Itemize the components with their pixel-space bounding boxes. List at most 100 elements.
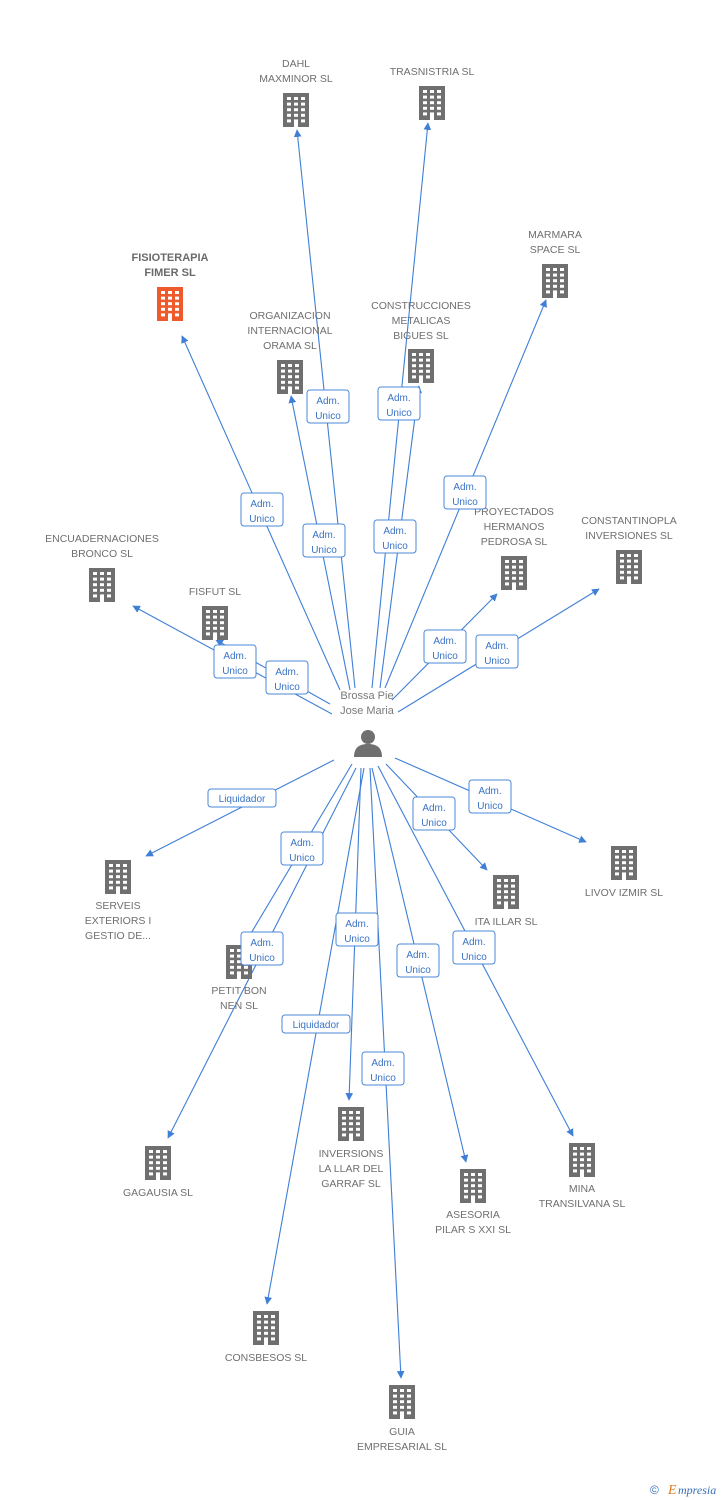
company-label-line: FISFUT SL: [189, 586, 241, 598]
role-text: Unico: [249, 514, 275, 525]
role-text: Adm.: [406, 950, 429, 961]
role-badge-dahl: Adm. Unico: [306, 389, 350, 424]
company-node-ita[interactable]: ITA ILLAR SL: [475, 875, 538, 928]
role-text: Adm.: [478, 786, 501, 797]
role-badge-construcciones: Adm. Unico: [373, 519, 417, 554]
building-icon: [501, 556, 527, 590]
role-text: Unico: [370, 1073, 396, 1084]
center-name-line-1: Brossa Pie: [340, 690, 393, 702]
role-text: Unico: [382, 541, 408, 552]
role-badge-constantinopla: Adm. Unico: [475, 634, 519, 669]
role-text: Unico: [461, 952, 487, 963]
building-icon: [105, 860, 131, 894]
building-icon: [338, 1107, 364, 1141]
company-label-line: GAGAUSIA SL: [123, 1187, 193, 1199]
role-text: Adm.: [485, 641, 508, 652]
building-icon: [419, 86, 445, 120]
company-label-line: MARMARA: [528, 229, 582, 241]
role-badge-fisfut: Adm.Unico: [265, 660, 309, 695]
building-icon: [253, 1311, 279, 1345]
building-icon: [460, 1169, 486, 1203]
role-text: Adm.: [316, 396, 339, 407]
building-icon: [408, 349, 434, 383]
role-text: Unico: [477, 801, 503, 812]
company-label-line: FIMER SL: [144, 267, 196, 279]
role-text: Unico: [344, 934, 370, 945]
company-label-line: EXTERIORS I: [85, 915, 152, 927]
company-label-line: ORAMA SL: [263, 340, 317, 352]
person-icon: [354, 730, 382, 757]
building-icon: [493, 875, 519, 909]
role-text: Unico: [452, 497, 478, 508]
role-badge-asesoria: Adm.Unico: [396, 943, 440, 978]
company-label-line: BIGUES SL: [393, 330, 449, 342]
edge-consbesos: [264, 767, 365, 1305]
company-label-line: ORGANIZACION: [249, 310, 330, 322]
building-icon: [569, 1143, 595, 1177]
company-node-gagausia[interactable]: GAGAUSIA SL: [123, 1146, 193, 1199]
company-label-line: SPACE SL: [530, 244, 581, 256]
company-label-line: DAHL: [282, 58, 310, 70]
company-label-line: PROYECTADOS: [474, 506, 554, 518]
company-label-line: CONSBESOS SL: [225, 1352, 307, 1364]
role-badge-mina: Adm. Unico: [452, 930, 496, 965]
building-icon: [389, 1385, 415, 1419]
company-node-fisioterapia[interactable]: FISIOTERAPIA FIMER SL: [131, 252, 209, 321]
company-label-line: FISIOTERAPIA: [131, 252, 208, 264]
role-text: Unico: [484, 656, 510, 667]
role-text: Adm.: [250, 938, 273, 949]
role-badge-encuadernaciones: Adm.Unico: [213, 644, 257, 679]
company-label-line: INVERSIONS: [319, 1148, 384, 1160]
building-icon: [89, 568, 115, 602]
role-text: Unico: [386, 408, 412, 419]
building-icon: [157, 287, 183, 321]
role-text: Adm.: [275, 667, 298, 678]
company-label-line: EMPRESARIAL SL: [357, 1441, 447, 1453]
role-badge-trasnistria: Adm. Unico: [377, 386, 421, 421]
role-badge-proyectados: Adm. Unico: [423, 629, 467, 664]
role-text: Adm.: [462, 937, 485, 948]
company-node-marmara[interactable]: MARMARA SPACE SL: [528, 229, 582, 298]
role-text: Adm.: [387, 393, 410, 404]
company-node-proyectados[interactable]: PROYECTADOS HERMANOS PEDROSA SL: [474, 506, 554, 590]
edge-serveis: [145, 759, 335, 857]
company-label-line: ITA ILLAR SL: [475, 916, 538, 928]
role-text: Unico: [315, 411, 341, 422]
building-icon: [277, 360, 303, 394]
company-node-organizacion[interactable]: ORGANIZACION INTERNACIONAL ORAMA SL: [247, 310, 333, 394]
role-badge-gagausia: Adm.Unico: [280, 831, 324, 866]
role-badge-petit: Adm.Unico: [240, 931, 284, 966]
role-text: Unico: [311, 545, 337, 556]
company-label-line: GESTIO DE...: [85, 930, 151, 942]
role-text: Adm.: [433, 636, 456, 647]
role-text: Adm.: [453, 482, 476, 493]
role-badge-guia: Adm.Unico: [361, 1051, 405, 1086]
center-node[interactable]: Brossa Pie Jose Maria: [340, 690, 395, 757]
company-node-trasnistria[interactable]: TRASNISTRIA SL: [390, 66, 475, 120]
company-label-line: ASESORIA: [446, 1209, 500, 1221]
company-label-line: INTERNACIONAL: [247, 325, 332, 337]
company-node-fisfut[interactable]: FISFUT SL: [189, 586, 241, 640]
company-label-line: ENCUADERNACIONES: [45, 533, 159, 545]
company-label-line: HERMANOS: [484, 521, 545, 533]
building-icon: [145, 1146, 171, 1180]
role-text: Unico: [222, 666, 248, 677]
role-text: Unico: [432, 651, 458, 662]
company-label-line: LA LLAR DEL: [319, 1163, 384, 1175]
role-text: Adm.: [383, 526, 406, 537]
company-label-line: PEDROSA SL: [481, 536, 548, 548]
company-node-livov[interactable]: LIVOV IZMIR SL: [585, 846, 663, 899]
role-badge-organizacion: Adm.Unico: [302, 523, 346, 558]
company-node-consbesos[interactable]: CONSBESOS SL: [225, 1311, 307, 1364]
footer: © E mpresia: [650, 1483, 716, 1498]
